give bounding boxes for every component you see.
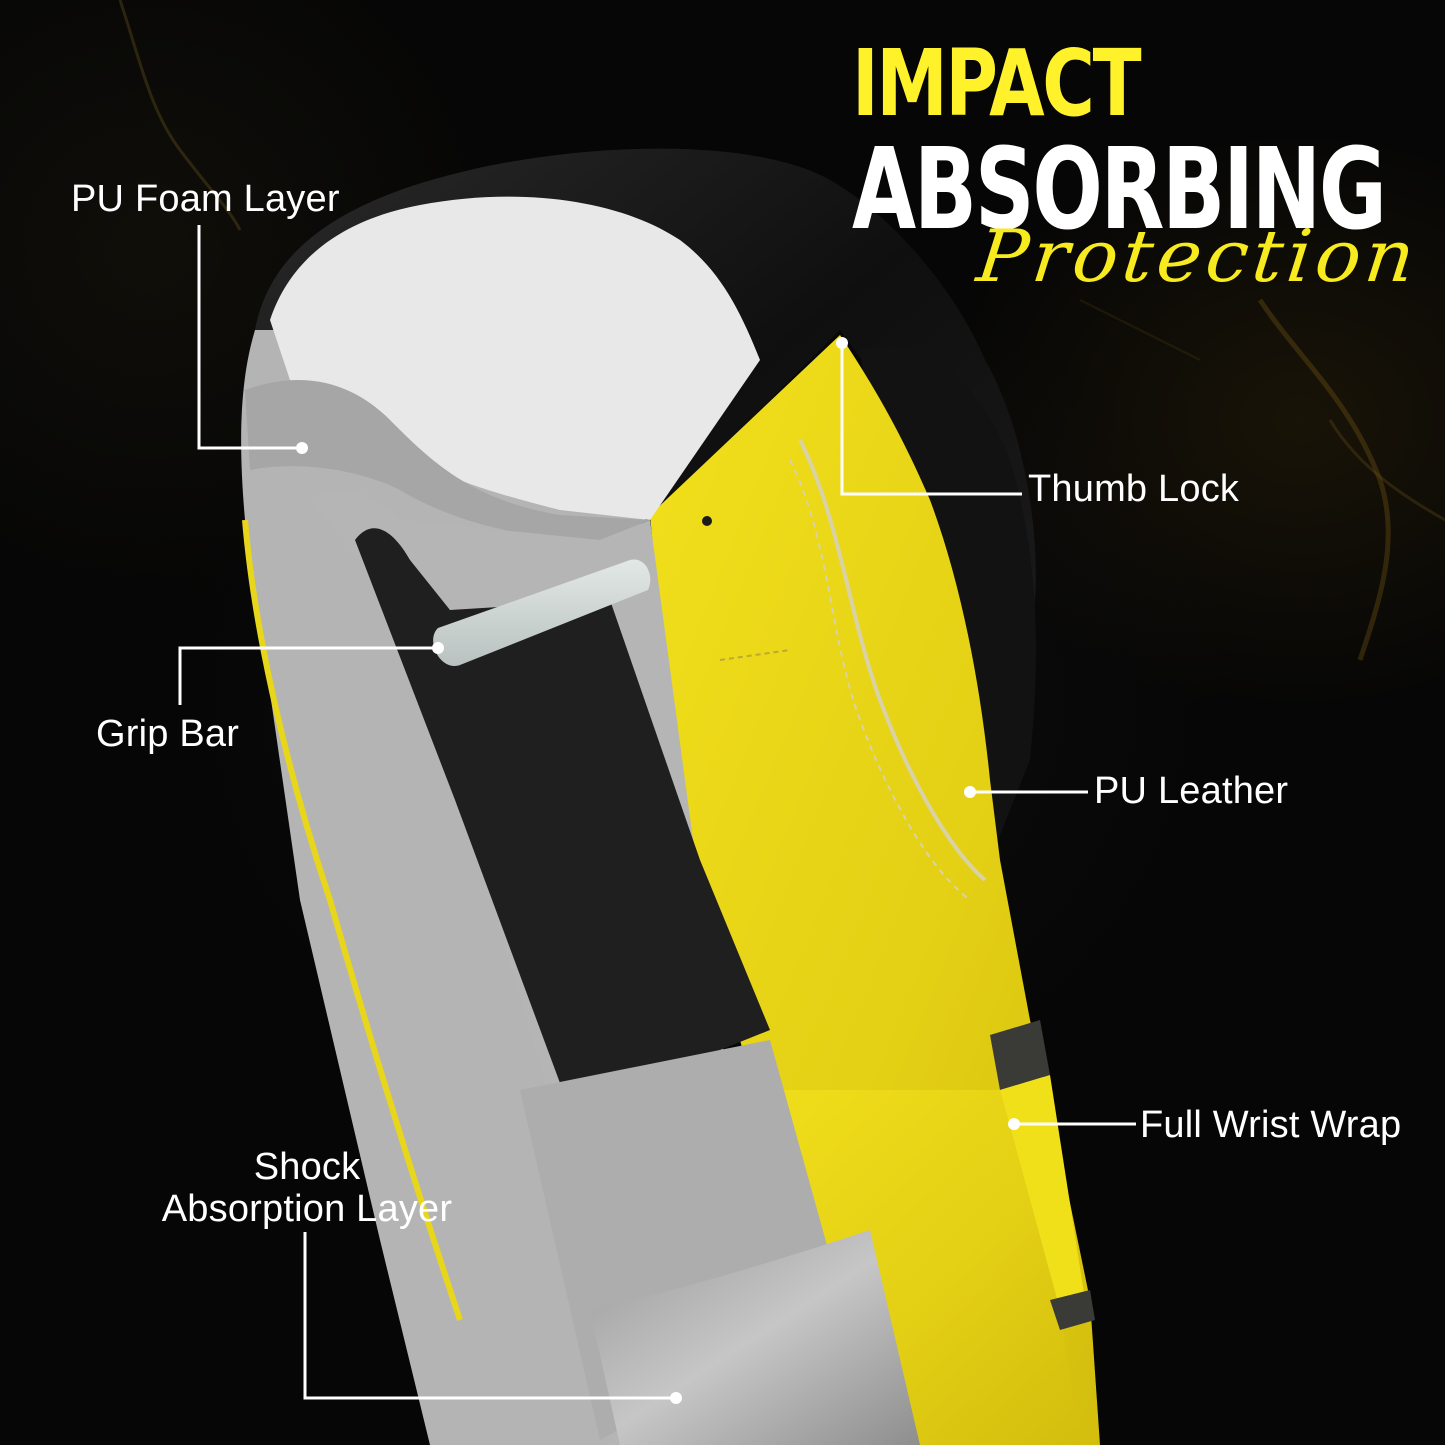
callout-shock-line2: Absorption Layer (161, 1188, 453, 1230)
callout-shock-line1: Shock (253, 1146, 361, 1188)
wrist-wrap-yellow (1000, 1075, 1085, 1310)
callout-thumb-lock: Thumb Lock (1028, 468, 1240, 510)
callout-shock-absorption-layer: Shock Absorption Layer (134, 1146, 480, 1230)
headline-protection-script: Protection (972, 214, 1423, 298)
callout-full-wrist-wrap: Full Wrist Wrap (1140, 1104, 1402, 1146)
headline-impact: IMPACT (852, 30, 1142, 137)
callout-pu-foam-layer: PU Foam Layer (71, 178, 340, 220)
callout-grip-bar: Grip Bar (96, 713, 240, 755)
inner-black-foam (355, 528, 770, 1110)
headline-absorbing: ABSORBING (852, 125, 1387, 255)
callout-pu-leather: PU Leather (1094, 770, 1289, 812)
grip-bar (433, 559, 651, 666)
